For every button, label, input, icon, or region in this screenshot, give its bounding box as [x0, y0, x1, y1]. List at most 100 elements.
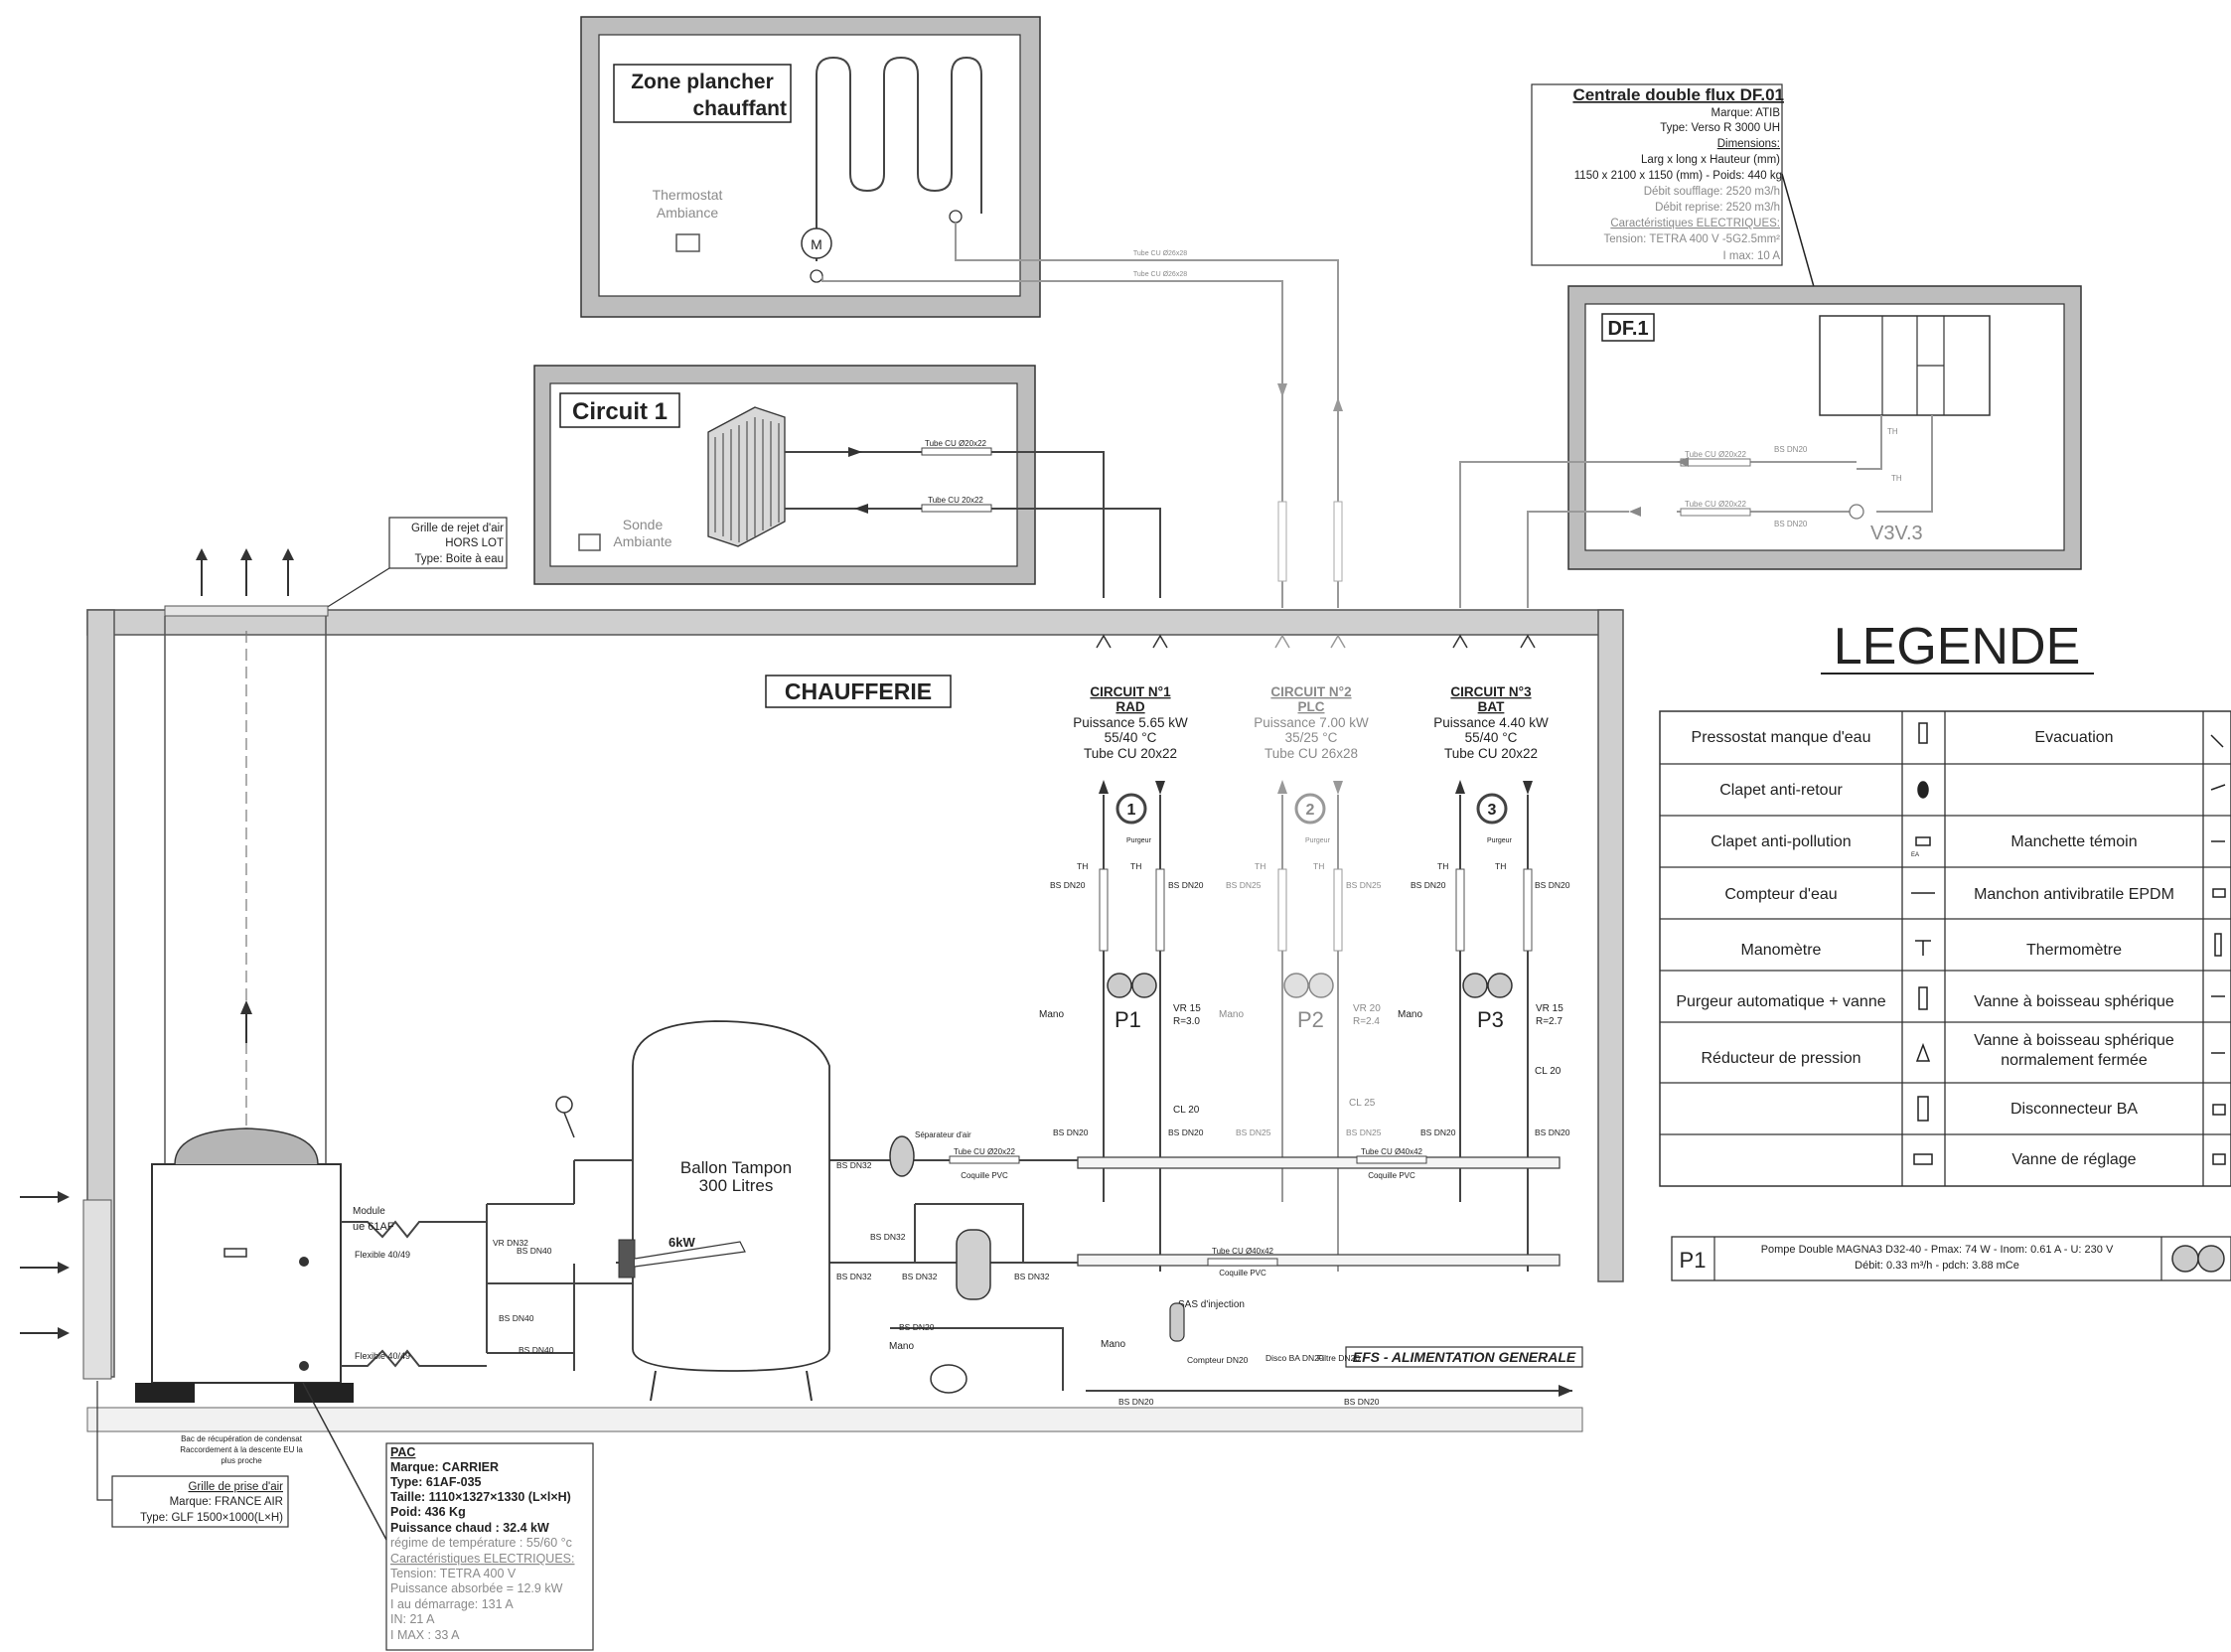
legend-label: Manchon antivibratile EPDM — [1974, 886, 2174, 903]
hydraulic-separator-icon — [914, 1203, 1024, 1300]
df1-valve-label: V3V.3 — [1870, 523, 1923, 544]
circuit-power: Puissance 4.40 kW — [1433, 715, 1549, 730]
module-label-1: Module — [353, 1206, 385, 1217]
collector-tube-label: Tube CU Ø40x42 — [1212, 1247, 1274, 1256]
grille-rejet-line: Grille de rejet d'air — [411, 523, 504, 534]
pressure-reducer-icon — [1915, 1042, 1931, 1062]
ea-label: EA — [1911, 852, 1919, 858]
centrale-line: Caractéristiques ELECTRIQUES: — [1610, 218, 1780, 229]
circuit-bs: BS DN20 — [1535, 1127, 1570, 1137]
circuit-tube: Tube CU 26x28 — [1264, 746, 1358, 761]
circuit-2: CIRCUIT N°2 PLC Puissance 7.00 kW 35/25 … — [1219, 634, 1382, 1272]
legende-title: LEGENDE — [1834, 618, 2081, 676]
thermostat-icon — [675, 233, 700, 252]
centrale-line: I max: 10 A — [1722, 250, 1780, 262]
centrale-info-box: Centrale double flux DF.01 Marque: ATIB … — [1531, 83, 1784, 266]
df1-th-2: TH — [1891, 474, 1902, 483]
pump-icon — [1462, 973, 1488, 998]
efs-label: EFS - ALIMENTATION GENERALE — [1353, 1349, 1576, 1365]
sonde-label-1: Sonde — [623, 517, 664, 532]
circuit-vr: VR 20 — [1353, 1003, 1381, 1014]
pac-line: I MAX : 33 A — [390, 1628, 460, 1642]
intake-arrows — [20, 1196, 60, 1334]
grille-rejet-label: Grille de rejet d'air HORS LOT Type: Boi… — [388, 517, 508, 569]
bs-dn20-label: BS DN20 — [899, 1322, 935, 1332]
circuit-regime: 35/25 °C — [1285, 730, 1338, 745]
pump-spec-box: P1 Pompe Double MAGNA3 D32-40 - Pmax: 74… — [1671, 1236, 2231, 1281]
filtre-label: Filtre DN20 — [1317, 1353, 1360, 1363]
centrale-line: 1150 x 2100 x 1150 (mm) - Poids: 440 kg — [1574, 170, 1782, 182]
grille-prise-label: Grille de prise d'air Marque: FRANCE AIR… — [111, 1475, 289, 1528]
mano-label: Mano — [889, 1341, 914, 1352]
grille-prise-line: Marque: FRANCE AIR — [170, 1496, 283, 1508]
legend-label: Clapet anti-pollution — [1710, 833, 1851, 850]
circuit-bs: BS DN25 — [1346, 880, 1382, 890]
pac-line: Taille: 1110×1327×1330 (L×l×H) — [390, 1490, 571, 1504]
air-separator-icon — [889, 1135, 915, 1177]
thermostat-label-1: Thermostat — [653, 187, 723, 203]
bac-label: plus proche — [221, 1456, 262, 1465]
grille-prise-line: Type: GLF 1500×1000(L×H) — [140, 1512, 283, 1524]
circuit-vr: VR 15 — [1173, 1003, 1201, 1014]
balancing-valve-icon — [1913, 1153, 1933, 1165]
legend-label: Clapet anti-retour — [1719, 782, 1843, 799]
building-walls — [82, 605, 1624, 1432]
bac-label: Raccordement à la descente EU la — [180, 1445, 303, 1454]
pac-line: Puissance absorbée = 12.9 kW — [390, 1581, 563, 1595]
circuit1-tube-1: Tube CU Ø20x22 — [925, 439, 987, 448]
th-label: TH — [1130, 861, 1141, 871]
grille-prise-line: Grille de prise d'air — [188, 1481, 283, 1493]
centrale-line: Type: Verso R 3000 UH — [1660, 122, 1780, 134]
centrale-line: Larg x long x Hauteur (mm) — [1641, 154, 1780, 166]
centrale-line: Marque: ATIB — [1711, 107, 1781, 119]
compteur-label: Compteur DN20 — [1187, 1355, 1249, 1365]
pac-info-box: PAC Marque: CARRIER Type: 61AF-035 Taill… — [385, 1442, 594, 1651]
double-pump-icon — [2171, 1245, 2199, 1273]
disco-label: Disco BA DN20 — [1265, 1353, 1324, 1363]
circuit-r: R=2.7 — [1536, 1016, 1562, 1027]
circuit-type: PLC — [1298, 699, 1325, 714]
centrale-title: Centrale double flux DF.01 — [1572, 85, 1784, 104]
sonde-label-2: Ambiante — [613, 533, 671, 549]
air-vent-icon — [1918, 986, 1928, 1010]
expansion-vessel-icon — [930, 1364, 967, 1394]
grille-rejet-line: HORS LOT — [445, 537, 504, 549]
efs-feed: EFS - ALIMENTATION GENERALE Compteur DN2… — [889, 1299, 1583, 1407]
legend-label: Manchette témoin — [2010, 833, 2137, 850]
air-handling-unit-icon — [1819, 315, 1991, 416]
circuit-number-icon — [1476, 793, 1508, 825]
flexible-label: Flexible 40/49 — [355, 1250, 410, 1260]
circuit-cl: CL 20 — [1535, 1066, 1562, 1077]
centrale-line: Tension: TETRA 400 V -5G2.5mm² — [1604, 233, 1781, 245]
circuit-tube: Tube CU 20x22 — [1084, 746, 1177, 761]
legend-label: Disconnecteur BA — [2010, 1101, 2138, 1118]
pac-line: Poid: 436 Kg — [390, 1505, 466, 1519]
legend-label: Réducteur de pression — [1702, 1050, 1861, 1067]
pac-line: I au démarrage: 131 A — [390, 1597, 514, 1611]
th-label: TH — [1437, 861, 1448, 871]
disconnector-legend-icon — [2212, 1104, 2226, 1116]
bs-dn40-label: BS DN40 — [517, 1246, 552, 1256]
thermometer-icon — [2214, 933, 2222, 957]
mano-label: Mano — [1398, 1009, 1422, 1020]
purgeur-label: Purgeur — [1126, 837, 1152, 844]
circuit-r: R=3.0 — [1173, 1016, 1200, 1027]
motor-icon — [801, 227, 832, 259]
circuit-number: 1 — [1127, 802, 1136, 819]
pac-line: Puissance chaud : 32.4 kW — [390, 1521, 549, 1535]
disconnector-icon — [1917, 1096, 1929, 1122]
circuit-type: RAD — [1116, 699, 1144, 714]
bs-dn20-label: BS DN20 — [1118, 1397, 1154, 1407]
radiator-icon — [707, 406, 786, 547]
circuit-bs: BS DN25 — [1346, 1127, 1382, 1137]
pump-spec-id: P1 — [1680, 1248, 1707, 1273]
purgeur-label: Purgeur — [1305, 837, 1331, 844]
ballon-label-2: 300 Litres — [699, 1176, 774, 1195]
th-label: TH — [1495, 861, 1506, 871]
mano-label: Mano — [1219, 1009, 1244, 1020]
df1-th-1: TH — [1887, 427, 1898, 436]
circuit-number-icon — [1294, 793, 1326, 825]
circuit-1: CIRCUIT N°1 RAD Puissance 5.65 kW 55/40 … — [1039, 634, 1204, 1272]
df1-bs-2: BS DN20 — [1774, 520, 1808, 528]
